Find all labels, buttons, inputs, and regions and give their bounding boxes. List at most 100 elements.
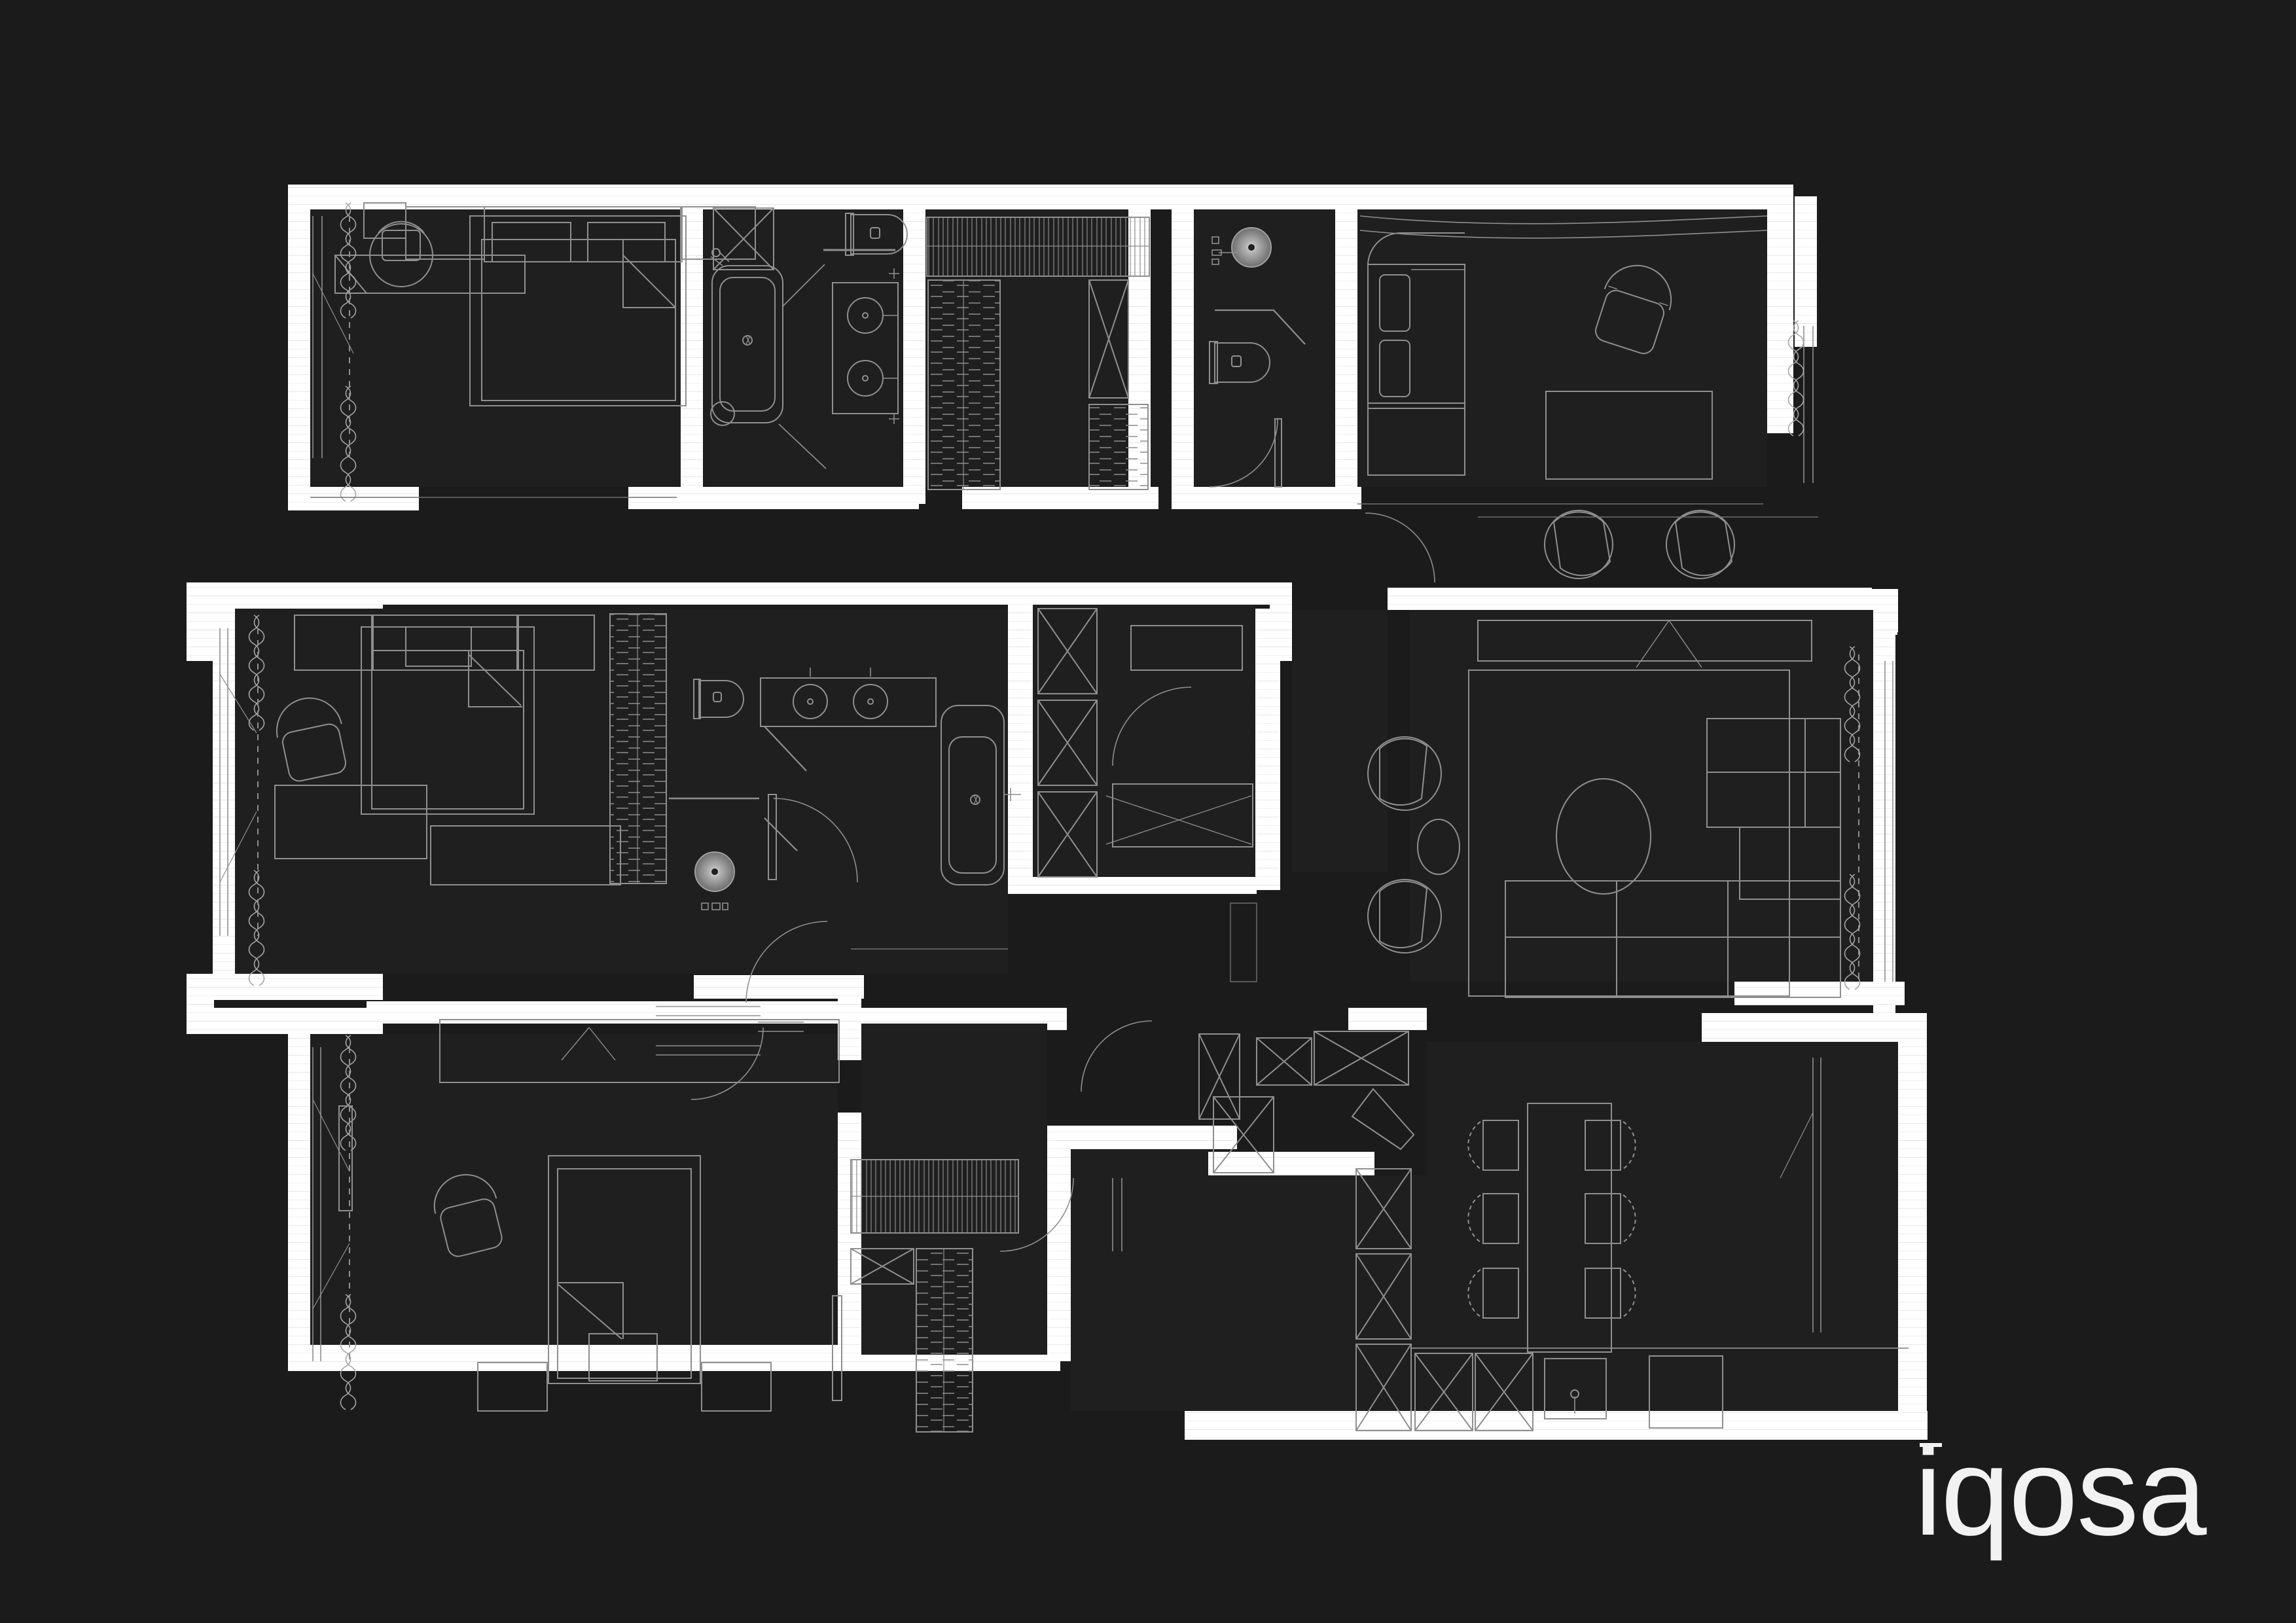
dining-chair [1585,1120,1636,1171]
bathroom-2-fixtures [656,668,1021,1056]
tall-cabinet [1355,1253,1412,1340]
bed-headboard [484,206,683,262]
utility-closet [1037,608,1253,878]
pillow [405,626,472,667]
base-cabinet [1414,1353,1473,1431]
door-leaf [1274,418,1282,488]
desk [1545,391,1713,480]
curtain-wave [1359,215,1768,224]
door-leaf [782,264,825,307]
base-cabinet [1475,1353,1534,1431]
armchair [1666,510,1735,579]
radiator [832,1295,842,1401]
furniture-layer [219,202,1909,1433]
toilet [693,679,744,719]
hob [1649,1355,1723,1429]
sofa-cushion [1379,274,1410,332]
hanging-rail [927,279,1001,490]
shower-screen [1215,309,1306,345]
nightstand [680,206,756,260]
sink [847,360,884,397]
armchair [433,1174,503,1257]
tall-cabinet [1037,608,1098,694]
blanket-fold [622,240,675,308]
tall-cabinet [1198,1033,1240,1120]
sash-open [312,273,354,354]
shower-screen [764,726,807,772]
sink [847,297,884,334]
sofa-chaise [1505,880,1841,998]
vanity-counter [832,282,899,414]
bed-frame [469,215,687,406]
sofa-section [1739,827,1841,900]
brand-logo: iqosa [1914,1430,2207,1554]
toilet [845,213,908,256]
toilet [1209,341,1270,384]
window-glazing [1884,661,1893,982]
side-table [1417,819,1460,875]
nightstand [477,1362,548,1412]
door-arc [691,1027,764,1100]
blanket-fold [557,1282,624,1340]
round-armchair [1367,736,1442,811]
wall-panel [363,202,406,239]
door-arc [1209,418,1278,488]
pillow [587,222,666,262]
tap [884,315,898,379]
tall-cabinet [1256,1037,1312,1086]
sofa [1367,232,1465,476]
bed-frame [548,1155,701,1384]
study-furniture [1359,215,1814,583]
mattress [481,239,676,401]
cabinet-x [713,207,774,270]
tall-cabinet [850,1248,914,1285]
door-arc [745,921,828,1003]
tall-cabinet [1088,279,1129,399]
door-arc [1112,687,1192,766]
window-glazing [1803,326,1814,483]
closet-drapery [926,217,1150,277]
shelf [1130,625,1243,671]
sofa-cushion [1379,340,1410,397]
dining-chair [1467,1268,1519,1319]
bedroom-3-furniture [312,1019,840,1412]
round-armchair [1367,879,1442,954]
coffee-table [1556,778,1651,895]
door-arc [773,798,858,883]
vanity-counter [760,677,937,727]
tall-cabinet [1314,1031,1409,1086]
shelving [1088,404,1149,490]
bathtub [710,248,783,426]
nightstand [516,615,595,671]
extractor-hood [1351,1088,1415,1150]
bench [430,825,621,885]
mattress [371,650,524,810]
master-ensuite-fixtures [710,207,908,469]
tall-cabinet [713,207,774,270]
door-arc [1081,1020,1153,1092]
door-leaf [1112,1178,1122,1251]
misc-linework [310,497,1818,982]
blanket-fold [468,651,522,707]
door-leaf [768,794,777,880]
tv-stand [1636,620,1702,668]
tap [810,668,871,677]
master-bedroom-furniture [312,202,756,502]
window-glazing [219,628,228,936]
wardrobe [609,613,667,884]
armchair [1544,510,1613,579]
dining-chair [1467,1120,1519,1171]
window-glazing [312,216,323,458]
pillow [492,222,571,262]
tall-cabinet [1213,1096,1274,1173]
kitchen-furniture [1198,1031,1909,1431]
sink [793,684,828,719]
logo-macron-icon [1920,1443,1942,1447]
valve [889,268,899,424]
entry-hall [832,1020,1153,1433]
shower-screen [764,817,798,851]
shower-mixer [1211,236,1238,265]
door-leaf [656,1006,761,1016]
door-arc [1365,512,1435,583]
